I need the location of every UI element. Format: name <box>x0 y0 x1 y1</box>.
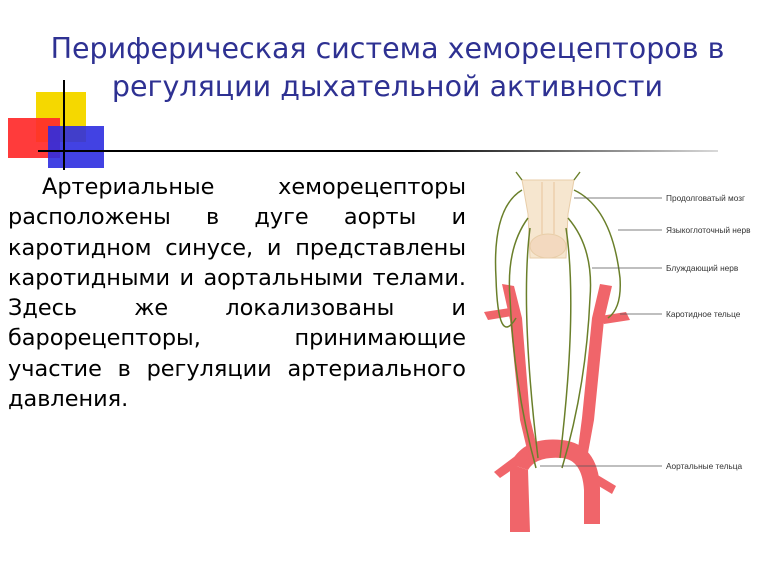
chemoreceptor-diagram: Продолговатый мозг Языкоглоточный нерв Б… <box>470 168 762 532</box>
medulla-shape <box>515 171 581 259</box>
nerve-paths <box>494 189 621 469</box>
title-divider-line <box>38 150 718 152</box>
anatomy-illustration: Продолговатый мозг Языкоглоточный нерв Б… <box>484 171 751 532</box>
artery-tree <box>484 284 630 532</box>
decor-blue-square <box>48 126 104 168</box>
label-medulla: Продолговатый мозг <box>666 193 745 203</box>
label-glossopharyngeal-nerve: Языкоглоточный нерв <box>666 225 751 235</box>
slide-body-text: Артериальные хеморецепторы расположены в… <box>8 174 466 413</box>
label-aortic-bodies: Аортальные тельца <box>666 461 742 471</box>
label-leader-lines <box>540 197 662 467</box>
slide-title: Периферическая система хеморецепторов в … <box>50 32 725 103</box>
decor-vertical-line <box>63 80 65 170</box>
label-vagus-nerve: Блуждающий нерв <box>666 263 739 273</box>
label-carotid-body: Каротидное тельце <box>666 309 741 319</box>
